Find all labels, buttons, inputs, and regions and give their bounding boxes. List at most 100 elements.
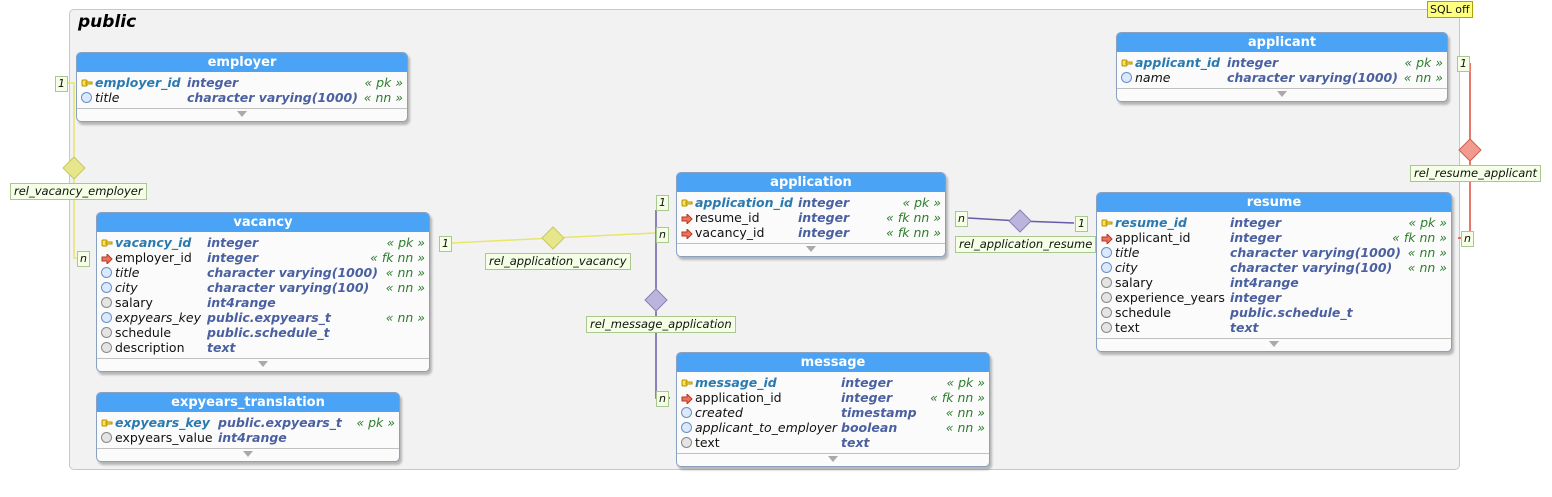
card-application-many-vacancy: n [656, 227, 669, 243]
field-type: int4range [218, 430, 287, 445]
card-resume-one: 1 [1075, 216, 1088, 232]
not-null-field-icon [1121, 72, 1132, 83]
field-type: integer [798, 225, 850, 240]
table-header[interactable]: message [677, 353, 989, 372]
field-constraint: « fk nn » [886, 225, 941, 240]
field-name: vacancy_id [695, 225, 765, 240]
label-rel-application-resume[interactable]: rel_application_resume [955, 236, 1097, 253]
expand-triangle-icon [1269, 341, 1279, 347]
nullable-field-icon [1101, 277, 1112, 288]
field-constraint: « nn » [1403, 70, 1443, 85]
field-type: integer [187, 75, 239, 90]
table-header[interactable]: applicant [1117, 33, 1447, 52]
table-header[interactable]: expyears_translation [97, 393, 399, 412]
field-type: integer [798, 210, 850, 225]
relation-resume-applicant[interactable] [1458, 63, 1482, 239]
field-name: salary [115, 295, 153, 310]
field-name: title [115, 265, 140, 280]
field-constraint: « nn » [945, 420, 985, 435]
field-row[interactable]: expyears_value int4range [97, 430, 399, 445]
table-header[interactable]: vacancy [97, 213, 429, 232]
table-expand-toggle[interactable] [1097, 338, 1451, 351]
nullable-field-icon [681, 437, 692, 448]
nullable-field-icon [1101, 292, 1112, 303]
field-type: integer [841, 390, 893, 405]
table-expand-toggle[interactable] [77, 108, 407, 121]
field-constraint: « nn » [385, 265, 425, 280]
field-type: integer [1230, 215, 1282, 230]
sql-off-badge[interactable]: SQL off [1427, 1, 1473, 18]
field-constraint: « fk nn » [1392, 230, 1447, 245]
table-header[interactable]: resume [1097, 193, 1451, 212]
field-name: applicant_id [1115, 230, 1191, 245]
field-constraint: « pk » [364, 75, 403, 90]
label-rel-message-application[interactable]: rel_message_application [586, 316, 736, 333]
field-name: experience_years [1115, 290, 1225, 305]
relation-vacancy-employer[interactable] [62, 82, 86, 259]
field-type: int4range [1230, 275, 1299, 290]
field-constraint: « pk » [386, 235, 425, 250]
table-expand-toggle[interactable] [1117, 88, 1447, 101]
field-name: expyears_value [115, 430, 213, 445]
table-header[interactable]: application [677, 173, 945, 192]
table-header[interactable]: employer [77, 53, 407, 72]
field-type: text [841, 435, 870, 450]
label-rel-resume-applicant[interactable]: rel_resume_applicant [1410, 165, 1542, 182]
table-expand-toggle[interactable] [97, 448, 399, 461]
field-type: int4range [207, 295, 276, 310]
card-application-one: 1 [656, 195, 669, 211]
field-constraint: « nn » [1407, 260, 1447, 275]
relation-application-resume[interactable] [967, 209, 1075, 233]
field-row[interactable]: salary int4range [97, 295, 429, 310]
field-name: schedule [115, 325, 172, 340]
relation-application-vacancy[interactable] [451, 226, 656, 250]
field-name: applicant_to_employer [695, 420, 838, 435]
label-rel-vacancy-employer[interactable]: rel_vacancy_employer [10, 183, 147, 200]
card-resume-many: n [1461, 231, 1474, 247]
table-expand-toggle[interactable] [677, 453, 989, 466]
field-row[interactable]: vacancy_id integer « fk nn » [677, 225, 945, 241]
nullable-field-icon [101, 297, 112, 308]
label-rel-application-vacancy[interactable]: rel_application_vacancy [485, 253, 631, 270]
field-type: text [207, 340, 236, 355]
not-null-field-icon [681, 422, 692, 433]
not-null-field-icon [1101, 247, 1112, 258]
table-expand-toggle[interactable] [677, 243, 945, 256]
table-expand-toggle[interactable] [97, 358, 429, 371]
